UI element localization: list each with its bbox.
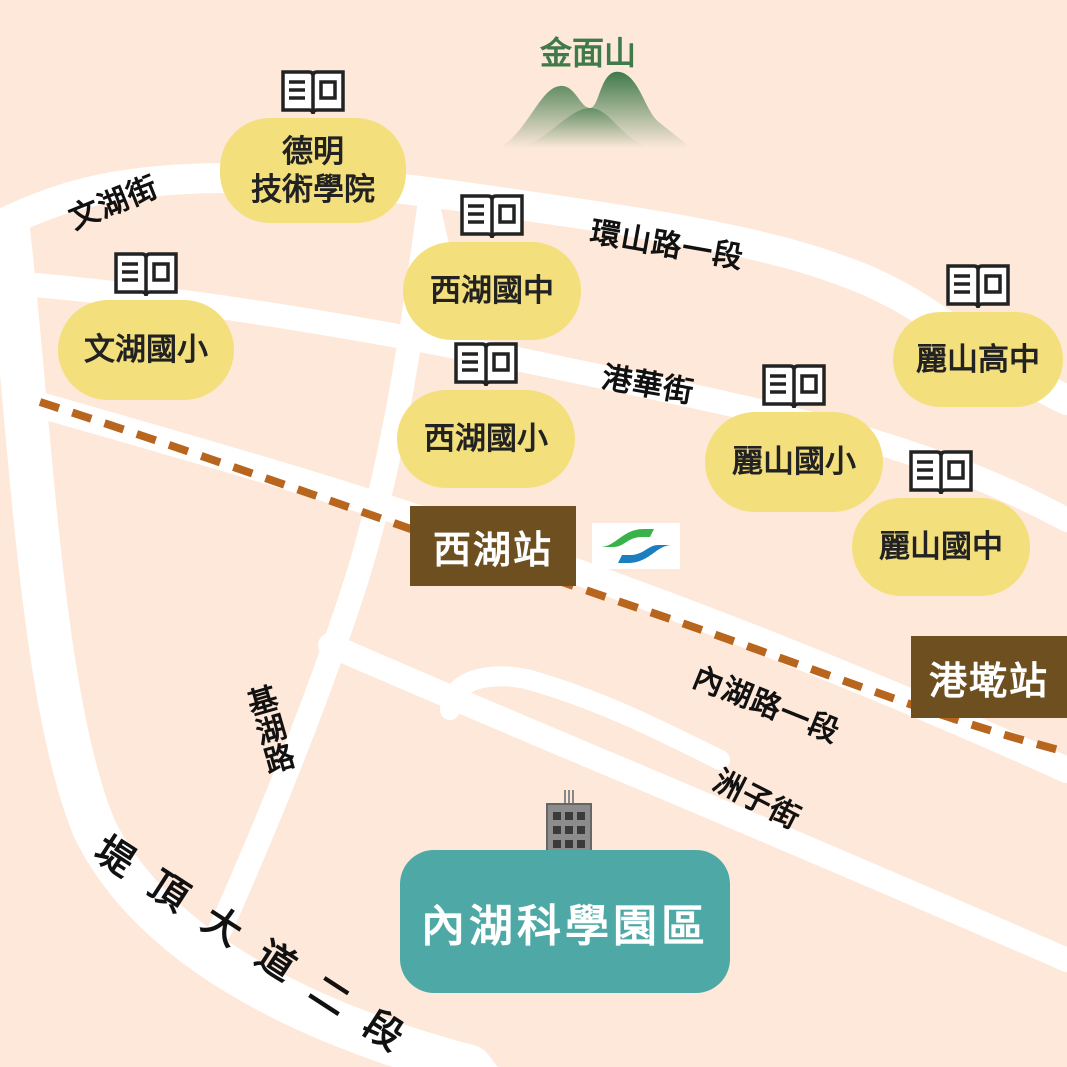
open-book-icon: [909, 450, 973, 495]
school-name: 西湖國中: [430, 273, 554, 309]
open-book-icon: [946, 264, 1010, 309]
mountain-icon: [500, 71, 690, 148]
open-book-icon: [454, 342, 518, 387]
science-park: 內湖科學園區: [400, 850, 730, 993]
open-book-icon: [114, 252, 178, 297]
station-gangqian: 港墘站: [911, 636, 1067, 718]
road-diding-blvd: [0, 208, 498, 1067]
school-deming: 德明 技術學院: [220, 68, 406, 223]
school-name-line2: 技術學院: [251, 171, 375, 208]
road-connector: [420, 195, 450, 260]
school-xihu-jr-high: 西湖國中: [403, 192, 581, 340]
road-zhouzi: [318, 633, 1067, 972]
school-xihu-elem: 西湖國小: [397, 340, 575, 488]
school-wenhu-elem: 文湖國小: [58, 250, 234, 400]
school-name: 麗山國中: [879, 529, 1003, 565]
school-name: 西湖國小: [424, 421, 548, 457]
school-lishan-high: 麗山高中: [893, 262, 1063, 407]
mrt-line: [38, 398, 1067, 756]
school-name: 麗山國小: [732, 444, 856, 480]
station-xihu: 西湖站: [410, 506, 576, 586]
school-lishan-jr-high: 麗山國中: [852, 448, 1030, 596]
open-book-icon: [762, 364, 826, 409]
open-book-icon: [281, 70, 345, 115]
open-book-icon: [460, 194, 524, 239]
school-name-line1: 德明: [282, 133, 344, 170]
road-zhouzi-loop: [440, 666, 730, 770]
road-jihu: [208, 188, 442, 942]
school-name: 文湖國小: [84, 332, 208, 368]
school-lishan-elem: 麗山國小: [705, 362, 883, 512]
mountain-label: 金面山: [540, 34, 637, 72]
school-name: 麗山高中: [916, 341, 1040, 378]
taipei-metro-logo-icon: [592, 523, 680, 569]
